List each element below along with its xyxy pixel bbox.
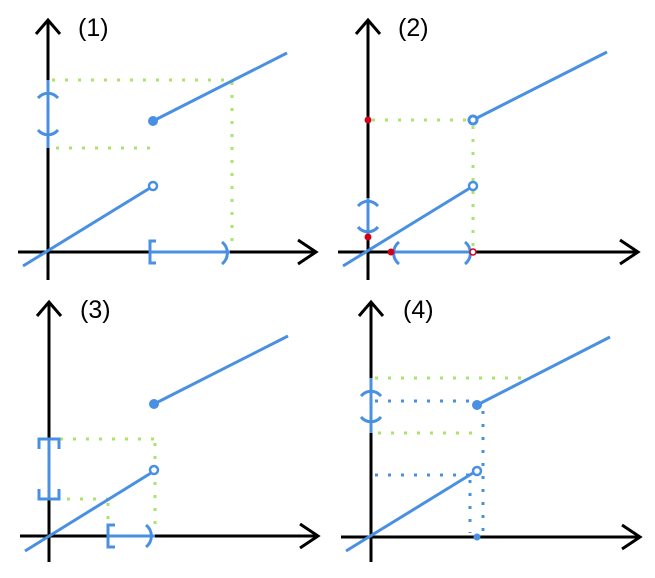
closed-bracket-bottom-icon [37, 489, 61, 501]
x-axis-arrow-icon [297, 238, 319, 266]
closed-point [148, 116, 158, 126]
closed-point [149, 399, 159, 409]
panel-1: (1) [18, 14, 319, 280]
x-axis-point [473, 533, 481, 541]
function-upper-segment [153, 334, 289, 406]
open-paren-top-icon [356, 199, 380, 208]
y-axis-arrow-icon [34, 17, 62, 35]
open-paren-bottom-icon [356, 225, 380, 234]
red-marker-y-upper [364, 116, 372, 124]
function-upper-segment [472, 50, 608, 122]
open-paren-top-icon [359, 389, 383, 398]
y-axis-arrow-icon [354, 17, 382, 35]
panel-2: (2) [338, 14, 641, 280]
function-upper-segment [476, 335, 611, 407]
closed-bracket-left-icon [106, 523, 115, 549]
open-paren-top-icon [36, 91, 60, 100]
red-marker-y-lower [364, 233, 372, 241]
open-paren-bottom-icon [359, 415, 383, 424]
open-point-lower [467, 180, 479, 192]
function-lower-segment [342, 186, 471, 268]
x-axis-arrow-icon [619, 238, 641, 266]
y-axis-arrow-icon [357, 299, 385, 317]
red-marker-x-right [469, 248, 477, 256]
closed-point [472, 400, 482, 410]
red-marker-x-left [387, 248, 395, 256]
open-point [148, 464, 160, 476]
open-point [471, 465, 483, 477]
y-axis-arrow-icon [35, 299, 63, 317]
open-point-upper [467, 114, 479, 126]
function-lower-segment [22, 186, 151, 268]
open-paren-bottom-icon [36, 128, 60, 137]
panel-3: (3) [20, 296, 321, 562]
open-paren-right-icon [220, 240, 229, 266]
x-axis-arrow-icon [299, 522, 321, 550]
panel-label-3: (3) [80, 296, 111, 324]
panel-label-1: (1) [78, 14, 109, 42]
closed-bracket-top-icon [37, 437, 61, 449]
x-axis-arrow-icon [621, 523, 643, 551]
open-point [147, 180, 159, 192]
panel-label-4: (4) [403, 296, 434, 324]
panel-4: (4) [341, 296, 643, 562]
closed-bracket-left-icon [148, 239, 156, 265]
open-paren-right-icon [144, 523, 153, 549]
function-lower-segment [24, 471, 152, 553]
panel-label-2: (2) [398, 14, 429, 42]
function-lower-segment [345, 471, 474, 553]
function-upper-segment [152, 51, 288, 123]
